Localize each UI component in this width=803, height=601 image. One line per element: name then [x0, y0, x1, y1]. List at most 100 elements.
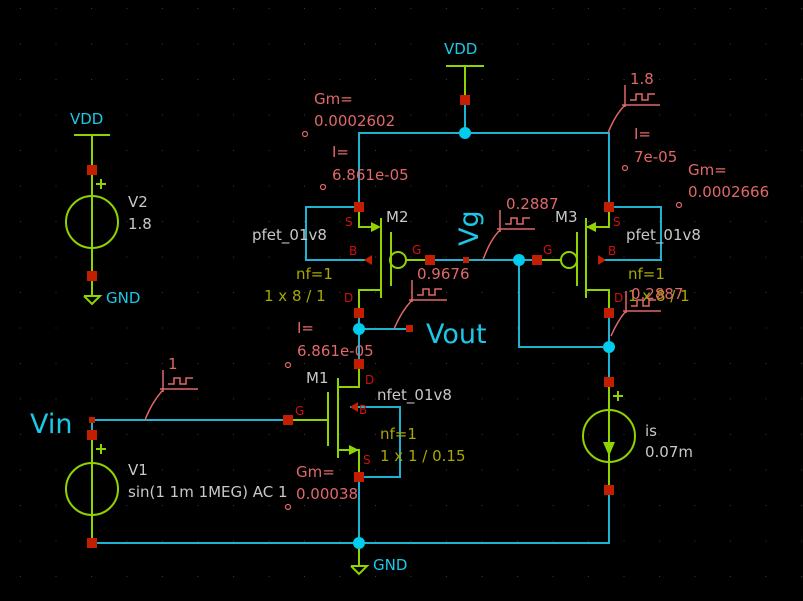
pin-is-minus[interactable] — [604, 485, 614, 495]
wire-m3-diode[interactable] — [518, 260, 609, 348]
annot-anchor-m1-i — [284, 361, 292, 369]
pins — [87, 95, 614, 548]
annot-anchor-m3-gm — [675, 201, 683, 209]
v2-name: V2 — [128, 193, 148, 211]
m3-i-label: I= — [634, 125, 651, 143]
m1-i-label: I= — [297, 319, 314, 337]
v2-value: 1.8 — [128, 215, 152, 233]
m2-i-label: I= — [332, 143, 349, 161]
m2-source-arrow-icon — [371, 222, 381, 232]
m2-nf: nf=1 — [296, 265, 333, 283]
is-current-source-icon[interactable] — [582, 409, 636, 463]
vout-net-label[interactable]: Vout — [426, 319, 487, 350]
m3-source-arrow-icon — [586, 222, 596, 232]
gnd-bottom-symbol — [350, 565, 370, 576]
annot-anchor-m3-i — [621, 164, 629, 172]
pin-m2-g[interactable] — [425, 255, 435, 265]
pin-vg-label[interactable] — [463, 257, 469, 263]
m1-model: nfet_01v8 — [377, 386, 452, 405]
m2-pin-d: D — [344, 291, 353, 305]
gnd-bottom-label: GND — [373, 556, 407, 574]
probe-vout-value: 0.9676 — [417, 265, 470, 283]
m1-gm-value: 0.00038 — [296, 485, 358, 503]
probe-vdd-icon[interactable] — [607, 85, 660, 134]
m2-pin-b: B — [349, 244, 357, 258]
m2-size: 1 x 8 / 1 — [264, 287, 326, 305]
m1-bulk-arrow-icon — [350, 402, 358, 412]
probe-m3d-value: 0.2887 — [631, 285, 684, 303]
vg-net-label[interactable]: Vg — [454, 210, 485, 246]
wire-m3-bulk[interactable] — [604, 206, 662, 261]
v2-voltage-source-icon[interactable] — [65, 195, 119, 249]
m1-gm-label: Gm= — [296, 463, 335, 481]
wire-gnd-rail[interactable] — [92, 490, 610, 544]
is-value: 0.07m — [645, 443, 693, 461]
m3-pin-s: S — [613, 215, 621, 229]
probe-m3d-icon[interactable] — [610, 291, 661, 337]
pin-v1-plus[interactable] — [87, 430, 97, 440]
pin-v2-plus[interactable] — [87, 165, 97, 175]
m3-model: pfet_01v8 — [626, 226, 701, 245]
pin-m1-g[interactable] — [283, 415, 293, 425]
m3-gm-value: 0.0002666 — [688, 183, 769, 201]
junction-gnd — [353, 537, 365, 549]
m3-nf: nf=1 — [628, 265, 665, 283]
m2-i-value: 6.861e-05 — [332, 166, 409, 184]
m2-pin-g: G — [412, 243, 421, 257]
m3-symbol[interactable] — [540, 207, 610, 313]
m1-size: 1 x 1 / 0.15 — [380, 447, 466, 465]
probe-vin-icon[interactable] — [144, 370, 198, 421]
m2-bulk-arrow-icon — [364, 255, 372, 265]
gnd-left-label: GND — [106, 289, 140, 307]
is-name: is — [645, 422, 657, 440]
m1-source-arrow-icon — [349, 445, 359, 455]
pin-m1-d[interactable] — [354, 359, 364, 369]
m1-nf: nf=1 — [380, 425, 417, 443]
v1-voltage-source-icon[interactable] — [65, 462, 119, 516]
pin-m3-s[interactable] — [604, 202, 614, 212]
m2-gm-label: Gm= — [314, 90, 353, 108]
m3-i-value: 7e-05 — [634, 148, 677, 166]
pin-vin-label[interactable] — [89, 417, 95, 423]
junction-vout — [353, 323, 365, 335]
m1-pin-s: S — [363, 453, 371, 467]
m2-name: M2 — [386, 208, 409, 226]
m3-size: 1 x 8 / 1 — [628, 287, 690, 305]
probe-vg-icon[interactable] — [482, 210, 535, 261]
annot-anchor-m2-i — [319, 183, 327, 191]
pin-vout-label[interactable] — [406, 325, 413, 332]
m3-pin-g: G — [543, 243, 552, 257]
vin-net-label[interactable]: Vin — [30, 409, 73, 440]
junction-vg — [513, 254, 525, 266]
wire-m2-bulk[interactable] — [305, 206, 365, 261]
pin-m2-d[interactable] — [354, 308, 364, 318]
annot-anchor-m2-gm — [301, 130, 309, 138]
m3-pin-d: D — [614, 291, 623, 305]
pin-v1-minus[interactable] — [87, 538, 97, 548]
pin-m3-d[interactable] — [604, 308, 614, 318]
junction-m3-drain — [603, 341, 615, 353]
vdd-top-label: VDD — [444, 40, 477, 58]
wire-top-rail[interactable] — [358, 132, 610, 207]
probe-vg-value: 0.2887 — [506, 195, 559, 213]
probe-vout-icon[interactable] — [393, 280, 447, 330]
v1-name: V1 — [128, 461, 148, 479]
probe-vdd-value: 1.8 — [630, 70, 654, 88]
junction-vdd — [459, 127, 471, 139]
m1-pin-g: G — [295, 404, 304, 418]
wire-m1-bulk[interactable] — [350, 406, 401, 478]
m2-model: pfet_01v8 — [252, 226, 327, 245]
m1-i-value: 6.861e-05 — [297, 342, 374, 360]
annot-anchor-m1-gm — [284, 503, 292, 511]
pin-is-plus[interactable] — [604, 377, 614, 387]
pin-m1-s[interactable] — [354, 472, 364, 482]
m3-name: M3 — [555, 208, 578, 226]
pin-vdd-top[interactable] — [460, 95, 470, 105]
pin-v2-minus[interactable] — [87, 271, 97, 281]
m3-gm-label: Gm= — [688, 161, 727, 179]
pin-m2-s[interactable] — [354, 202, 364, 212]
pin-m3-g[interactable] — [532, 255, 542, 265]
m1-name: M1 — [306, 369, 329, 387]
